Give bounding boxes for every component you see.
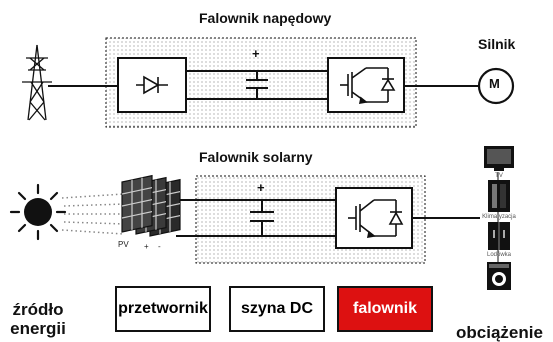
solar-capacitor-icon bbox=[250, 200, 274, 236]
drive-inverter-group bbox=[48, 37, 515, 128]
drive-capacitor-plus: + bbox=[252, 46, 260, 61]
solar-igbt-icon bbox=[348, 199, 404, 238]
washing-machine-icon bbox=[487, 262, 511, 290]
power-pylon-icon bbox=[22, 44, 52, 121]
tv-icon bbox=[484, 146, 514, 171]
loads-column bbox=[484, 146, 514, 290]
sun-icon bbox=[9, 183, 67, 241]
source-label: źródło energii bbox=[6, 300, 70, 338]
fridge-icon bbox=[488, 222, 510, 250]
solar-inverter-group bbox=[176, 175, 480, 264]
sunlight-rays bbox=[61, 193, 125, 235]
pv-label: PV bbox=[118, 240, 129, 249]
motor-symbol: M bbox=[489, 76, 500, 91]
source-label-line1: źródło bbox=[12, 300, 64, 319]
air-conditioner-icon bbox=[488, 180, 510, 212]
load-label-fridge: Lodówka bbox=[486, 252, 512, 258]
drive-inverter-title: Falownik napędowy bbox=[199, 10, 332, 26]
source-label-line2: energii bbox=[10, 319, 66, 338]
pv-plus-label: + bbox=[144, 242, 149, 251]
dc-capacitor-icon bbox=[246, 71, 268, 99]
pv-minus-label: - bbox=[158, 242, 161, 251]
load-label-tv: TV bbox=[495, 173, 503, 179]
solar-capacitor-plus: + bbox=[257, 180, 265, 195]
igbt-icon bbox=[340, 67, 396, 104]
legend-inverter: falownik bbox=[337, 286, 433, 332]
diode-icon bbox=[136, 75, 168, 95]
solar-inverter-title: Falownik solarny bbox=[199, 149, 313, 165]
load-label: obciążenie bbox=[456, 323, 543, 342]
solar-inverter-block bbox=[335, 187, 413, 249]
motor-icon bbox=[477, 67, 515, 105]
legend-dc-bus: szyna DC bbox=[229, 286, 325, 332]
legend-converter: przetwornik bbox=[115, 286, 211, 332]
load-label-ac: Klimatyzacja bbox=[482, 214, 516, 220]
pv-panels-icon bbox=[121, 174, 181, 237]
motor-label: Silnik bbox=[478, 36, 516, 52]
inverter-block bbox=[327, 57, 405, 113]
